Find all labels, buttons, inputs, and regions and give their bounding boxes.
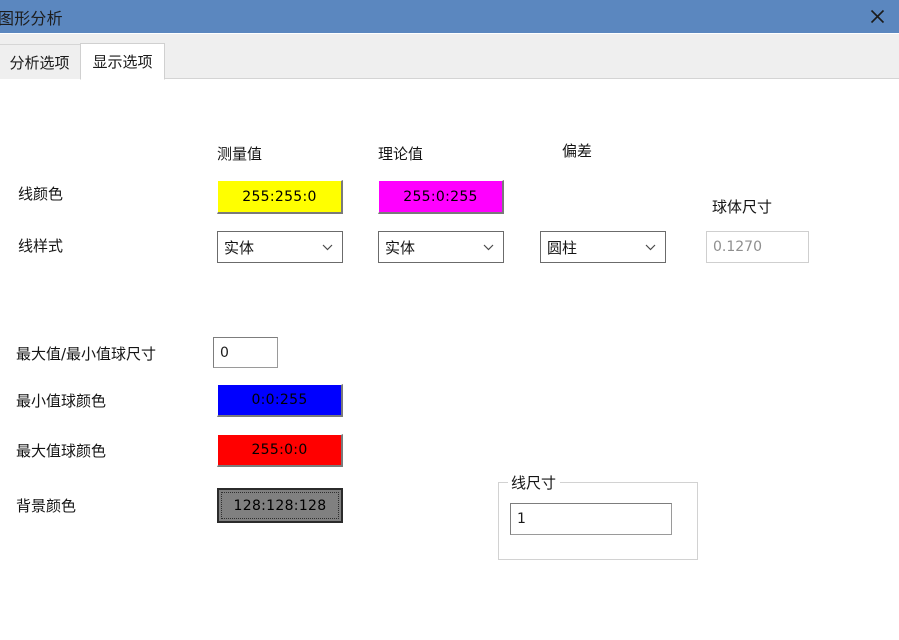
line-style-measured-select[interactable]: 实体 [217, 231, 343, 263]
line-size-group-legend: 线尺寸 [508, 472, 561, 493]
title-bar: 图形分析 [0, 0, 899, 33]
tab-strip: 分析选项 显示选项 [0, 34, 899, 80]
line-color-theoretical-button[interactable]: 255:0:255 [378, 180, 504, 214]
tab-display-options[interactable]: 显示选项 [80, 43, 165, 80]
label-sphere-size: 球体尺寸 [712, 198, 773, 216]
label-line-color: 线颜色 [18, 185, 64, 203]
line-color-measured-value: 255:255:0 [242, 188, 317, 205]
line-color-theoretical-value: 255:0:255 [403, 188, 478, 205]
tab-panel-display-options: 测量值 理论值 偏差 球体尺寸 线颜色 255:255:0 255:0:255 … [0, 79, 899, 640]
line-style-theoretical-select[interactable]: 实体 [378, 231, 504, 263]
line-size-value: 1 [517, 511, 526, 527]
close-icon[interactable] [863, 3, 891, 29]
line-style-measured-value: 实体 [224, 238, 255, 257]
label-max-sphere-color: 最大值球颜色 [16, 442, 107, 460]
column-header-deviation: 偏差 [562, 142, 593, 160]
line-size-input[interactable]: 1 [510, 503, 672, 535]
label-maxmin-sphere-size: 最大值/最小值球尺寸 [16, 345, 157, 363]
max-sphere-color-value: 255:0:0 [251, 442, 308, 458]
window-title: 图形分析 [0, 9, 63, 28]
chevron-down-icon [482, 241, 494, 253]
tab-display-options-label: 显示选项 [92, 53, 153, 71]
min-sphere-color-value: 0:0:255 [251, 392, 308, 408]
background-color-value: 128:128:128 [233, 497, 327, 514]
label-background-color: 背景颜色 [16, 497, 77, 515]
line-color-measured-button[interactable]: 255:255:0 [217, 180, 343, 214]
deviation-style-value: 圆柱 [547, 238, 578, 257]
sphere-size-input[interactable]: 0.1270 [706, 231, 809, 263]
label-min-sphere-color: 最小值球颜色 [16, 392, 107, 410]
column-header-measured: 测量值 [217, 145, 263, 163]
chevron-down-icon [644, 241, 656, 253]
close-icon-glyph [870, 9, 884, 23]
deviation-style-select[interactable]: 圆柱 [540, 231, 666, 263]
label-line-style: 线样式 [18, 237, 64, 255]
chevron-down-icon [321, 241, 333, 253]
sphere-size-value: 0.1270 [713, 239, 762, 255]
line-size-groupbox: 线尺寸 1 [498, 472, 698, 560]
min-sphere-color-button[interactable]: 0:0:255 [217, 384, 343, 417]
column-header-theoretical: 理论值 [378, 145, 424, 163]
maxmin-sphere-size-value: 0 [220, 344, 229, 361]
background-color-button[interactable]: 128:128:128 [217, 488, 343, 523]
max-sphere-color-button[interactable]: 255:0:0 [217, 434, 343, 467]
tab-analysis-options-label: 分析选项 [9, 53, 70, 72]
tab-analysis-options[interactable]: 分析选项 [0, 44, 81, 79]
maxmin-sphere-size-input[interactable]: 0 [213, 337, 278, 368]
line-style-theoretical-value: 实体 [385, 238, 416, 257]
